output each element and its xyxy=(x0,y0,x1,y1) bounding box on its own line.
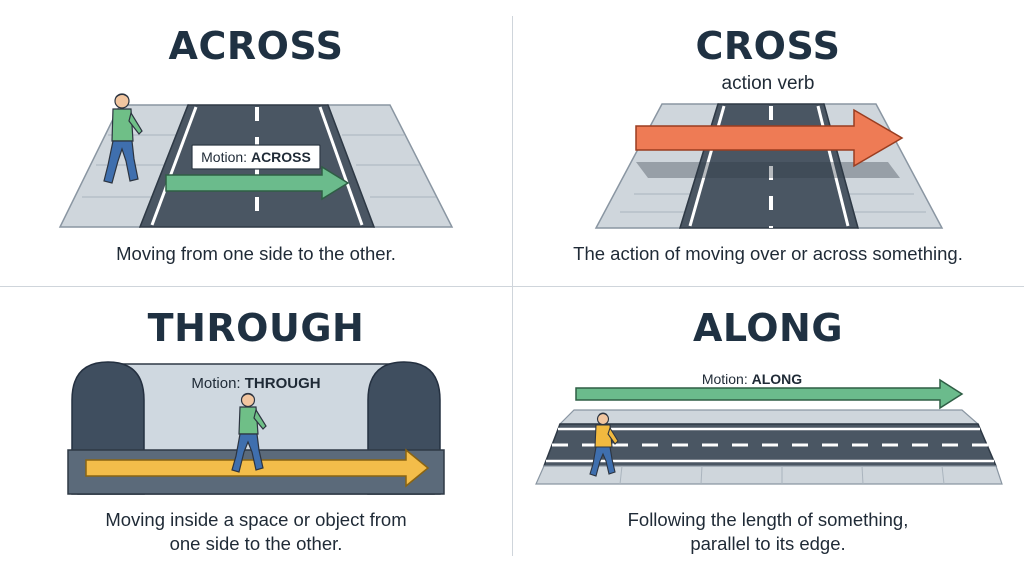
caption-line: one side to the other. xyxy=(169,533,343,554)
panel-title: ALONG xyxy=(692,306,844,350)
caption-line: The action of moving over or across some… xyxy=(573,243,963,264)
far-sidewalk xyxy=(558,409,980,425)
panel-caption: The action of moving over or across some… xyxy=(512,242,1024,266)
panel-along: ALONG Motion: ALONG Following the length… xyxy=(512,286,1024,572)
panel-title: ACROSS xyxy=(168,24,344,68)
panel-caption: Moving from one side to the other. xyxy=(0,242,512,266)
walking-person-icon xyxy=(231,392,267,473)
arrow-right-icon xyxy=(165,165,350,201)
horizontal-divider xyxy=(0,286,1024,287)
near-sidewalk xyxy=(535,465,1003,485)
panel-cross: CROSS action verb The action of moving o… xyxy=(512,0,1024,286)
panel-title: CROSS xyxy=(695,24,841,68)
panel-caption: Following the length of something, paral… xyxy=(512,508,1024,556)
walking-person-icon xyxy=(103,93,143,184)
caption-line: Moving from one side to the other. xyxy=(116,243,396,264)
road-crossing-action-scene xyxy=(594,103,944,229)
panel-through: THROUGH Motion: THROUGH Moving inside a … xyxy=(0,286,512,572)
panel-subtitle: action verb xyxy=(721,73,815,94)
caption-line: Moving inside a space or object from xyxy=(105,509,407,530)
tunnel-scene: Motion: THROUGH xyxy=(67,361,445,495)
walking-person-icon xyxy=(589,412,619,477)
caption-line: Following the length of something, xyxy=(627,509,909,530)
road-along-scene: Motion: ALONG xyxy=(535,371,1003,485)
motion-label-box xyxy=(191,144,321,170)
panel-caption: Moving inside a space or object from one… xyxy=(0,508,512,556)
arrow-right-icon xyxy=(635,108,904,168)
arrow-right-icon xyxy=(575,378,964,410)
road-edge-line xyxy=(150,106,198,226)
caption-line: parallel to its edge. xyxy=(690,533,846,554)
motion-label: Motion: THROUGH xyxy=(191,375,320,392)
road-edge-line xyxy=(318,106,364,226)
motion-label: Motion: ACROSS xyxy=(201,149,311,165)
panel-title: THROUGH xyxy=(147,306,365,350)
arrow-shadow xyxy=(636,162,900,178)
road-crossing-scene: Motion: ACROSS xyxy=(58,93,454,228)
panel-across: ACROSS Motion: ACROSS Moving from one si… xyxy=(0,0,512,286)
motion-label: Motion: ALONG xyxy=(702,371,802,387)
